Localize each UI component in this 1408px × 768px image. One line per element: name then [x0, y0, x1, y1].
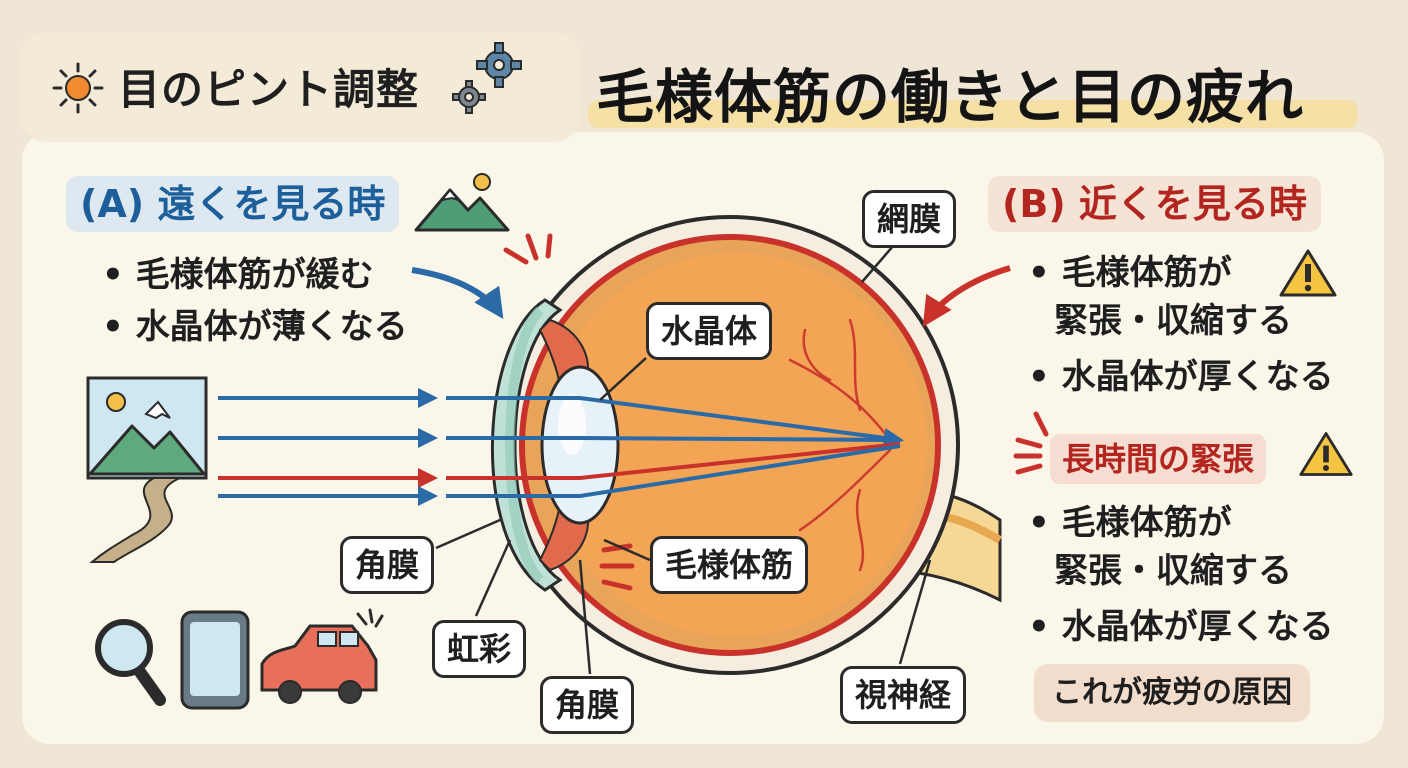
- near-viewing-heading: (B) 近くを見る時: [988, 176, 1321, 232]
- far-bullet-2: • 水晶体が薄くなる: [102, 307, 408, 347]
- near-bullet-1b: 緊張・収縮する: [1054, 301, 1292, 341]
- landscape-picture-icon: [86, 376, 208, 563]
- far-bullet-1: • 毛様体筋が緩む: [102, 255, 374, 295]
- label-optic-nerve: 視神経: [840, 666, 967, 724]
- gear-icon: [476, 42, 522, 88]
- near-bullet-2: • 水晶体が厚くなる: [1028, 357, 1334, 397]
- label-cornea-2: 角膜: [540, 676, 635, 734]
- smartphone-icon: [180, 610, 250, 710]
- topic-tag: [20, 32, 580, 142]
- far-viewing-heading: (A) 遠くを見る時: [66, 176, 400, 232]
- magnifier-icon: [95, 619, 166, 706]
- tension-bullet-1b: 緊張・収縮する: [1054, 551, 1292, 591]
- sun-icon: [52, 62, 104, 114]
- mountain-icon: [414, 173, 510, 232]
- tension-bullet-1a: • 毛様体筋が: [1028, 503, 1232, 543]
- label-ciliary-muscle: 毛様体筋: [650, 536, 809, 594]
- warning-icon: [1279, 249, 1337, 297]
- fatigue-cause-box: これが疲労の原因: [1034, 664, 1310, 722]
- label-cornea-1: 角膜: [340, 536, 435, 594]
- long-tension-heading: 長時間の緊張: [1050, 434, 1267, 484]
- car-icon: [260, 608, 384, 704]
- title-highlight: [588, 100, 1358, 128]
- topic-tag-text: 目のピント調整: [118, 65, 420, 114]
- near-bullet-1a: • 毛様体筋が: [1028, 253, 1232, 293]
- label-lens: 水晶体: [646, 302, 773, 360]
- page-title: 毛様体筋の働きと目の疲れ: [596, 63, 1305, 131]
- vitreous: [543, 253, 927, 637]
- gear-icon-small: [452, 80, 486, 114]
- label-iris: 虹彩: [432, 620, 527, 678]
- label-retina: 網膜: [862, 190, 957, 248]
- warning-icon-2: [1299, 432, 1353, 476]
- tension-bullet-2: • 水晶体が厚くなる: [1028, 607, 1334, 647]
- cornea: [491, 298, 563, 592]
